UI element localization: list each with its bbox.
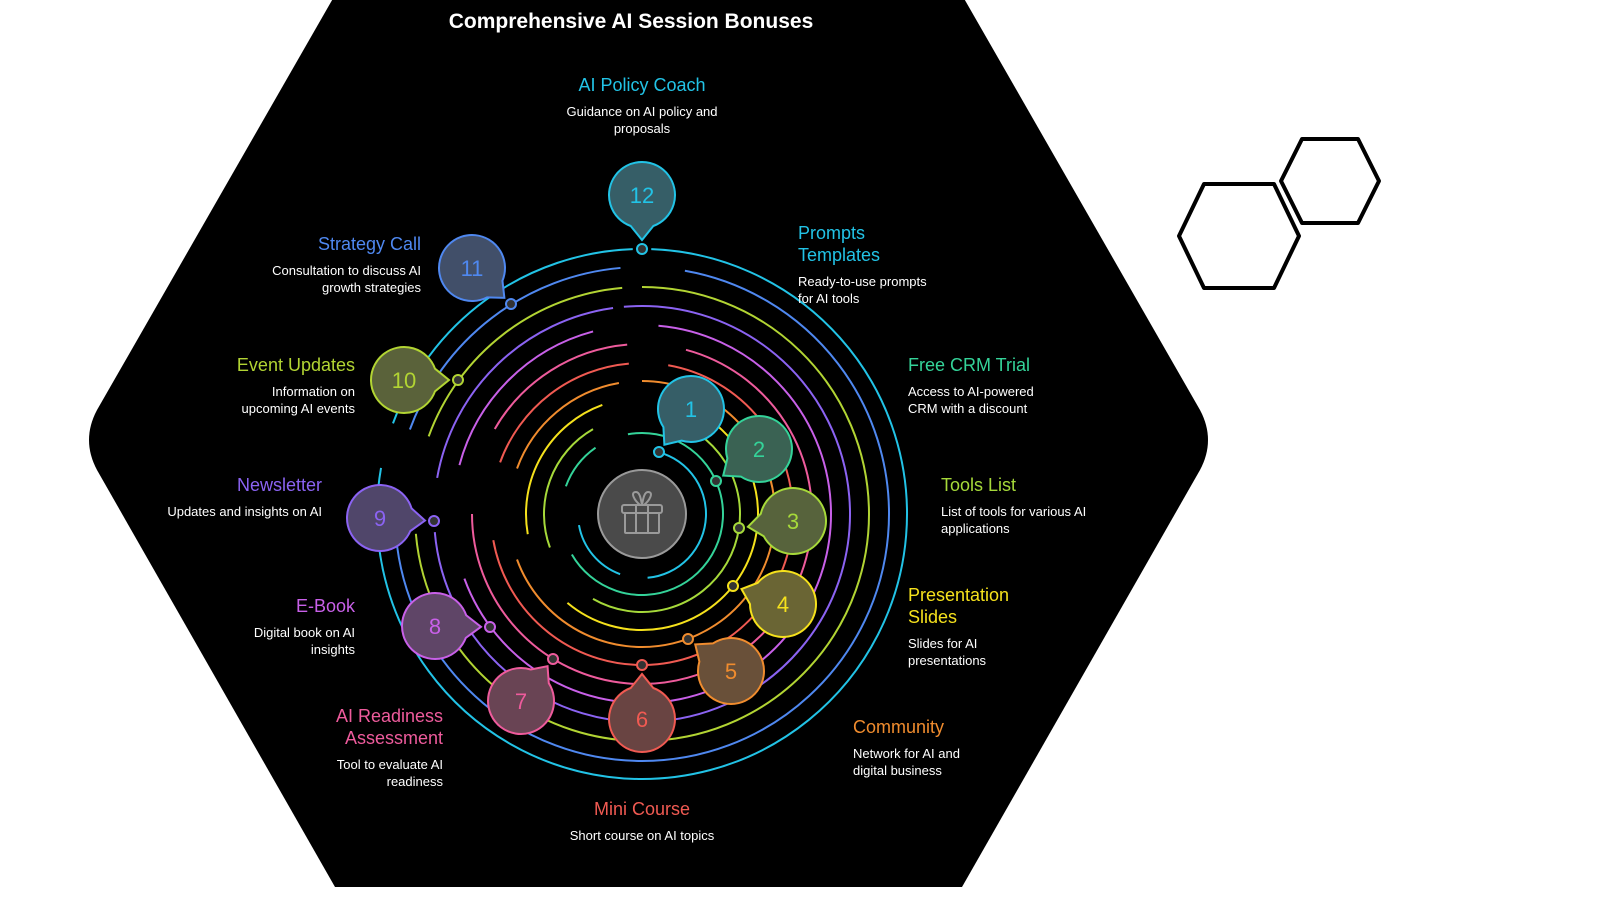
bubble-number: 1 xyxy=(685,397,697,422)
item-title: Presentation Slides xyxy=(908,585,1010,627)
ring-marker xyxy=(636,659,648,671)
bubble-number: 8 xyxy=(429,614,441,639)
ring-marker xyxy=(710,475,722,487)
ring-arc xyxy=(427,286,623,437)
item-description: Ready-to-use prompts for AI tools xyxy=(798,274,927,306)
decorative-hexagon xyxy=(1177,182,1301,290)
bubble-7: 7 xyxy=(487,664,555,735)
ring-arc xyxy=(570,432,724,596)
item-description: Network for AI and digital business xyxy=(853,746,960,778)
item-description: Short course on AI topics xyxy=(569,828,715,843)
ring-marker xyxy=(428,515,440,527)
ring-arc xyxy=(577,524,621,576)
bubble-number: 9 xyxy=(374,506,386,531)
ring-arc xyxy=(543,428,594,548)
bubble-number: 3 xyxy=(787,509,799,534)
ring-arc xyxy=(458,330,594,466)
bubble-3: 3 xyxy=(746,487,827,555)
ring-arc xyxy=(647,449,707,579)
bubble-number: 10 xyxy=(392,368,416,393)
ring-arc xyxy=(436,307,614,479)
bubble-number: 5 xyxy=(725,659,737,684)
ring-arc xyxy=(433,305,851,723)
item-description: Tool to evaluate AI readiness xyxy=(336,757,443,789)
item-title: E-Book xyxy=(295,596,355,616)
ring-arc xyxy=(564,446,597,487)
ring-arc xyxy=(516,382,620,469)
hexagon-panel xyxy=(89,0,1208,887)
ring-arc xyxy=(414,286,870,742)
ring-marker xyxy=(452,374,464,386)
item-description: Consultation to discuss AI growth strate… xyxy=(272,263,421,295)
bubble-10: 10 xyxy=(370,346,451,414)
ring-marker xyxy=(484,621,496,633)
item-title: Mini Course xyxy=(593,799,691,819)
center-hub xyxy=(597,469,687,559)
bubble-12: 12 xyxy=(608,161,676,242)
page-title: Comprehensive AI Session Bonuses xyxy=(448,10,814,33)
ring-arc xyxy=(499,362,629,463)
bubble-number: 7 xyxy=(515,689,527,714)
ring-marker xyxy=(547,653,559,665)
bubble-11: 11 xyxy=(438,234,506,302)
bubble-6: 6 xyxy=(608,672,676,753)
item-description: Information on upcoming AI events xyxy=(241,384,355,416)
item-description: Updates and insights on AI xyxy=(167,504,322,519)
item-title: Tools List xyxy=(941,475,1017,495)
item-description: Slides for AI presentations xyxy=(908,636,987,668)
ring-arc xyxy=(394,269,890,762)
gift-icon xyxy=(621,491,663,534)
bubble-8: 8 xyxy=(401,592,483,660)
ring-arc xyxy=(493,343,628,430)
ring-arc xyxy=(525,404,603,535)
bubble-number: 11 xyxy=(461,256,484,281)
item-title: AI Policy Coach xyxy=(578,75,706,95)
bubble-4: 4 xyxy=(740,570,817,638)
ring-marker xyxy=(727,580,739,592)
ring-marker xyxy=(653,446,665,458)
item-title: Newsletter xyxy=(236,475,322,495)
item-description: Guidance on AI policy and proposals xyxy=(566,104,718,136)
bubble-9: 9 xyxy=(346,484,427,552)
ring-marker xyxy=(682,633,694,645)
item-description: Digital book on AI insights xyxy=(253,625,355,657)
bubble-1: 1 xyxy=(657,375,725,447)
bubble-number: 2 xyxy=(753,437,765,462)
bubble-number: 6 xyxy=(636,707,648,732)
item-title: AI Readiness Assessment xyxy=(335,706,443,748)
ring-arc xyxy=(592,428,741,613)
item-description: Access to AI-powered CRM with a discount xyxy=(908,384,1034,416)
decorative-hexagon xyxy=(1279,137,1381,225)
ring-marker xyxy=(505,298,517,310)
item-title: Event Updates xyxy=(236,355,355,375)
ring-arc xyxy=(376,248,908,780)
item-title: Strategy Call xyxy=(317,234,421,254)
item-title: Free CRM Trial xyxy=(908,355,1031,375)
bubble-2: 2 xyxy=(721,415,793,483)
ring-marker xyxy=(636,243,648,255)
item-title: Prompts Templates xyxy=(798,223,881,265)
item-title: Community xyxy=(853,717,945,737)
item-description: List of tools for various AI application… xyxy=(941,504,1087,536)
bubble-number: 4 xyxy=(777,592,789,617)
bubble-5: 5 xyxy=(693,637,765,705)
bubble-number: 12 xyxy=(630,183,654,208)
ring-marker xyxy=(733,522,745,534)
